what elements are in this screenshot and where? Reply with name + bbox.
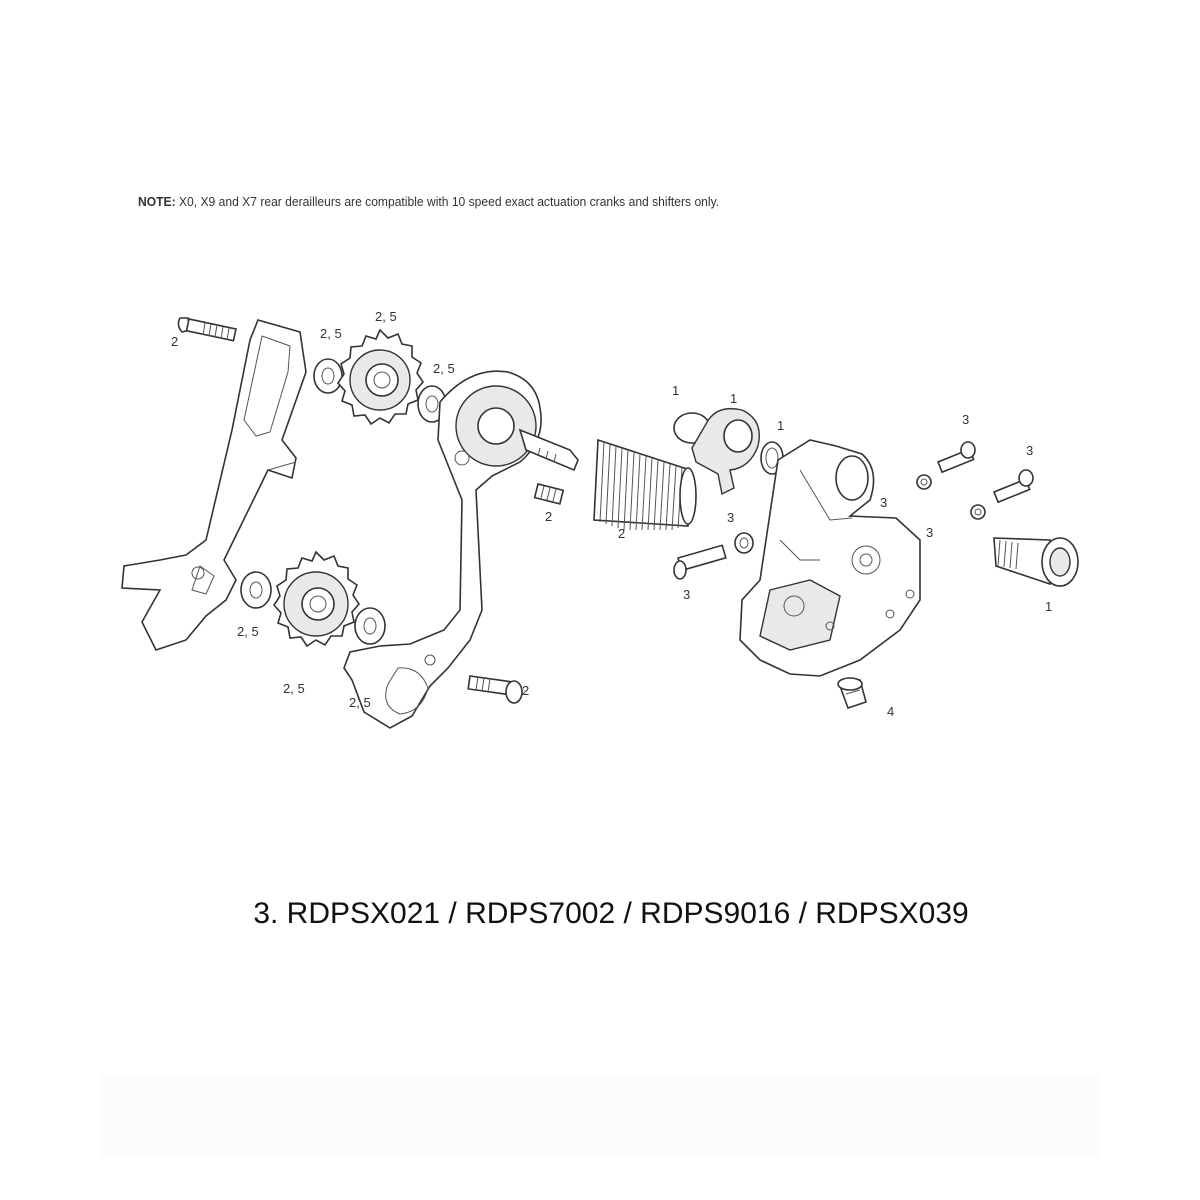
limit-screw-washer (734, 532, 754, 554)
callout-4: 2, 5 (433, 361, 455, 376)
callout-19: 2, 5 (349, 695, 371, 710)
callout-2: 2, 5 (320, 326, 342, 341)
callout-3: 2, 5 (375, 309, 397, 324)
callout-16: 1 (1045, 599, 1052, 614)
callout-21: 4 (887, 704, 894, 719)
callout-7: 1 (777, 418, 784, 433)
lower-pulley-wheel (272, 550, 361, 648)
limit-screw-upper (936, 441, 976, 474)
callout-17: 2, 5 (237, 624, 259, 639)
outer-cage-plate (121, 319, 307, 651)
callout-20: 2 (522, 683, 529, 698)
limit-screw-upper-washer (916, 474, 932, 490)
cage-bolt-bottom (467, 675, 523, 704)
limit-screw-lower (992, 469, 1034, 504)
callout-6: 1 (730, 391, 737, 406)
b-tension-screw (533, 483, 565, 505)
lower-pulley-washer-right (354, 607, 386, 645)
callout-18: 2, 5 (283, 681, 305, 696)
upper-pulley-washer-left (313, 358, 343, 394)
cage-bolt-top (177, 317, 237, 342)
derailleur-spring (593, 438, 697, 531)
mounting-bolt (993, 537, 1079, 587)
callout-5: 1 (672, 383, 679, 398)
callout-12: 3 (727, 510, 734, 525)
footer-band (100, 1075, 1100, 1157)
callout-10: 2 (545, 509, 552, 524)
note-text: X0, X9 and X7 rear derailleurs are compa… (178, 194, 720, 209)
compatibility-note: NOTE: X0, X9 and X7 rear derailleurs are… (138, 194, 719, 209)
cage-stop-bushing (691, 407, 760, 496)
callout-8: 3 (962, 412, 969, 427)
callout-14: 3 (926, 525, 933, 540)
callout-1: 2 (171, 334, 178, 349)
derailleur-main-body (739, 439, 921, 677)
limit-screw-long (673, 544, 727, 580)
note-label: NOTE: (138, 194, 176, 209)
limit-screw-lower-washer (970, 504, 986, 520)
callout-11: 2 (618, 526, 625, 541)
callout-13: 3 (880, 495, 887, 510)
lower-pulley-washer-left (240, 571, 272, 609)
callout-9: 3 (1026, 443, 1033, 458)
upper-pulley-wheel (336, 328, 425, 426)
part-numbers-caption: 3. RDPSX021 / RDPS7002 / RDPS9016 / RDPS… (253, 897, 969, 930)
cable-barrel-adjuster (837, 677, 867, 710)
inner-cage-plate (343, 370, 579, 729)
callout-15: 3 (683, 587, 690, 602)
